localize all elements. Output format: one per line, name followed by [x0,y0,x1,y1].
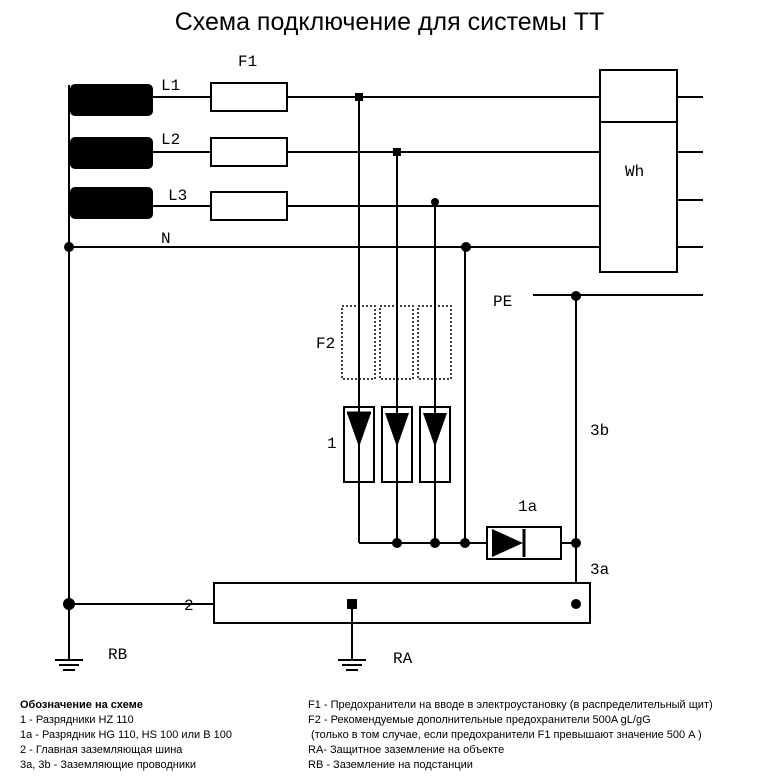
junction-l2 [393,148,401,156]
arrester-l3-symbol [423,413,447,447]
arrester-l1-symbol [347,413,371,447]
junction-busbar-3a [571,599,581,609]
transformer-winding-l1 [70,84,153,116]
legend-item: RA- Защитное заземление на объекте [308,744,505,756]
fuse-f1-l1 [210,82,288,112]
label-rb: RB [108,646,127,664]
label-ra: RA [393,650,413,668]
junction-busbar-ra [347,599,357,609]
label-l3: L3 [168,187,187,205]
label-pe: PE [493,293,512,311]
legend-item: RB - Заземление на подстанции [308,759,473,771]
tt-wiring-diagram: F1 L1 L2 L3 N Wh PE F2 1 1a 3b 3a 2 RB R… [55,53,703,671]
label-arrester: 1 [327,435,337,453]
main-earthing-busbar [213,582,591,624]
label-f1: F1 [238,53,257,71]
label-wh: Wh [625,163,644,181]
junction-rb [63,598,75,610]
label-l2: L2 [161,131,180,149]
label-l1: L1 [161,77,180,95]
label-n: N [161,230,171,248]
junction-n [461,242,471,252]
transformer-winding-l3 [70,187,153,219]
label-busbar: 2 [184,597,194,615]
label-arrester-1a: 1a [518,498,538,516]
transformer-winding-l2 [70,137,153,169]
legend-item: 1 - Разрядники HZ 110 [20,714,134,726]
junction-l3 [431,198,439,206]
legend-item: 2 - Главная заземляющая шина [20,744,183,756]
legend-left: Обозначение на схеме 1 - Разрядники HZ 1… [20,698,232,773]
junction-pe [571,291,581,301]
legend-item: F1 - Предохранители на вводе в электроус… [308,699,713,711]
legend-item: F2 - Рекомендуемые дополнительные предох… [308,714,651,726]
legend-right: F1 - Предохранители на вводе в электроус… [308,698,713,773]
arrester-l2-symbol [385,413,409,447]
junction-bottom-n [460,538,470,548]
junction-1a [571,538,581,548]
junction-l1 [355,93,363,101]
label-3a: 3a [590,561,610,579]
arrester-1a-symbol [492,529,523,557]
fuse-f1-l2 [210,137,288,167]
fuse-f1-l3 [210,191,288,221]
legend-item: (только в том случае, если предохранител… [308,729,702,741]
label-f2: F2 [316,335,335,353]
junction-bottom-l2 [392,538,402,548]
junction-bottom-l3 [430,538,440,548]
junction-n-left [64,242,74,252]
legend-item: 3a, 3b - Заземляющие проводники [20,759,196,771]
energy-meter [599,69,678,273]
legend-heading: Обозначение на схеме [20,699,143,711]
label-3b: 3b [590,422,609,440]
legend-item: 1a - Разрядник HG 110, HS 100 или B 100 [20,729,232,741]
diagram-title: Схема подключение для системы ТТ [174,8,605,36]
